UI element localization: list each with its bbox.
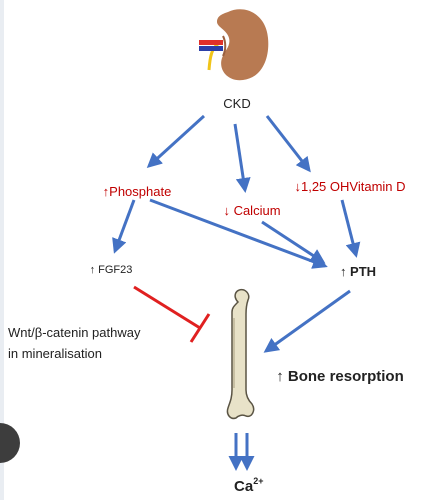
arrow-phosphate-to-fgf23 (112, 199, 136, 254)
arrow-ckd-to-vitamin-d (265, 115, 311, 173)
calcium-ion-base: Ca (234, 478, 254, 495)
left-edge-strip (0, 0, 4, 500)
arrow-phosphate-to-pth (149, 198, 328, 269)
corner-badge (0, 423, 20, 463)
kidney-icon (199, 9, 269, 81)
femur-bone-icon (226, 288, 255, 420)
vitamin-d-label: ↓1,25 OHVitamin D (294, 179, 405, 194)
fgf23-label: ↑ FGF23 (90, 264, 133, 276)
wnt-pathway-label-line2: in mineralisation (8, 346, 102, 361)
arrow-calcium-to-pth (261, 220, 326, 264)
calcium-ion-charge: 2+ (253, 476, 263, 486)
arrow-vitamin-d-to-pth (340, 199, 361, 258)
pth-label: ↑ PTH (340, 264, 376, 279)
inhibition-connector (133, 285, 211, 343)
arrow-pth-to-bone (263, 289, 351, 353)
bone-resorption-label: ↑ Bone resorption (276, 368, 404, 385)
calcium-label: ↓ Calcium (223, 203, 280, 218)
arrow-ckd-to-phosphate (146, 114, 206, 169)
calcium-ion-label: Ca2+ (234, 476, 263, 495)
arrow-ckd-to-calcium (233, 123, 251, 193)
phosphate-label: ↑Phosphate (103, 184, 172, 199)
wnt-pathway-label-line1: Wnt/β-catenin pathway (8, 325, 141, 340)
ckd-label: CKD (223, 96, 250, 111)
pathway-arrows (112, 114, 361, 471)
